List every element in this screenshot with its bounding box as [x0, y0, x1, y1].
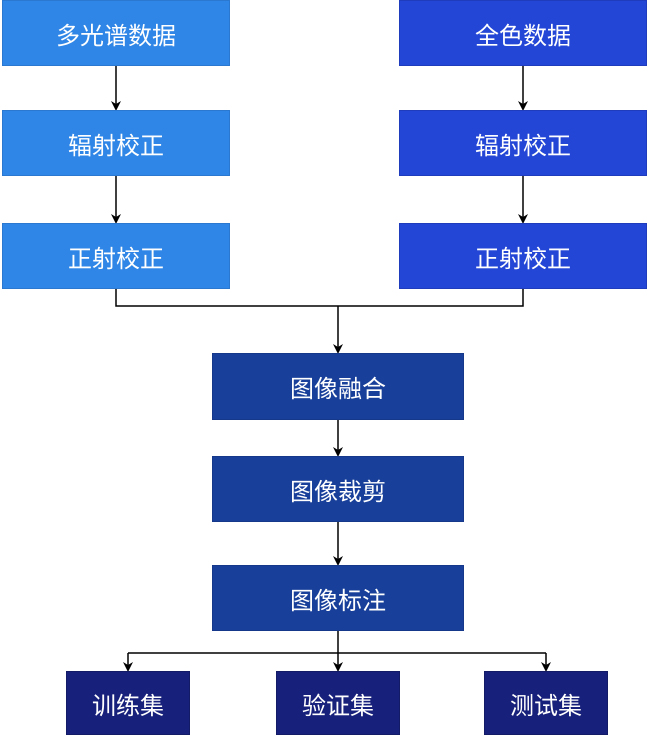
node-left-ortho-correction: 正射校正: [2, 223, 230, 289]
node-training-set: 训练集: [66, 671, 190, 735]
node-validation-set: 验证集: [276, 671, 400, 735]
node-image-fusion: 图像融合: [212, 353, 464, 420]
node-right-radiometric-correction: 辐射校正: [399, 110, 647, 176]
node-right-ortho-correction: 正射校正: [399, 223, 647, 289]
node-image-crop: 图像裁剪: [212, 456, 464, 522]
node-panchromatic-data: 全色数据: [399, 0, 647, 66]
node-test-set: 测试集: [484, 671, 608, 735]
merge-line: [115, 289, 524, 307]
node-multispectral-data: 多光谱数据: [2, 0, 230, 66]
node-image-labeling: 图像标注: [212, 565, 464, 631]
node-left-radiometric-correction: 辐射校正: [2, 110, 230, 176]
